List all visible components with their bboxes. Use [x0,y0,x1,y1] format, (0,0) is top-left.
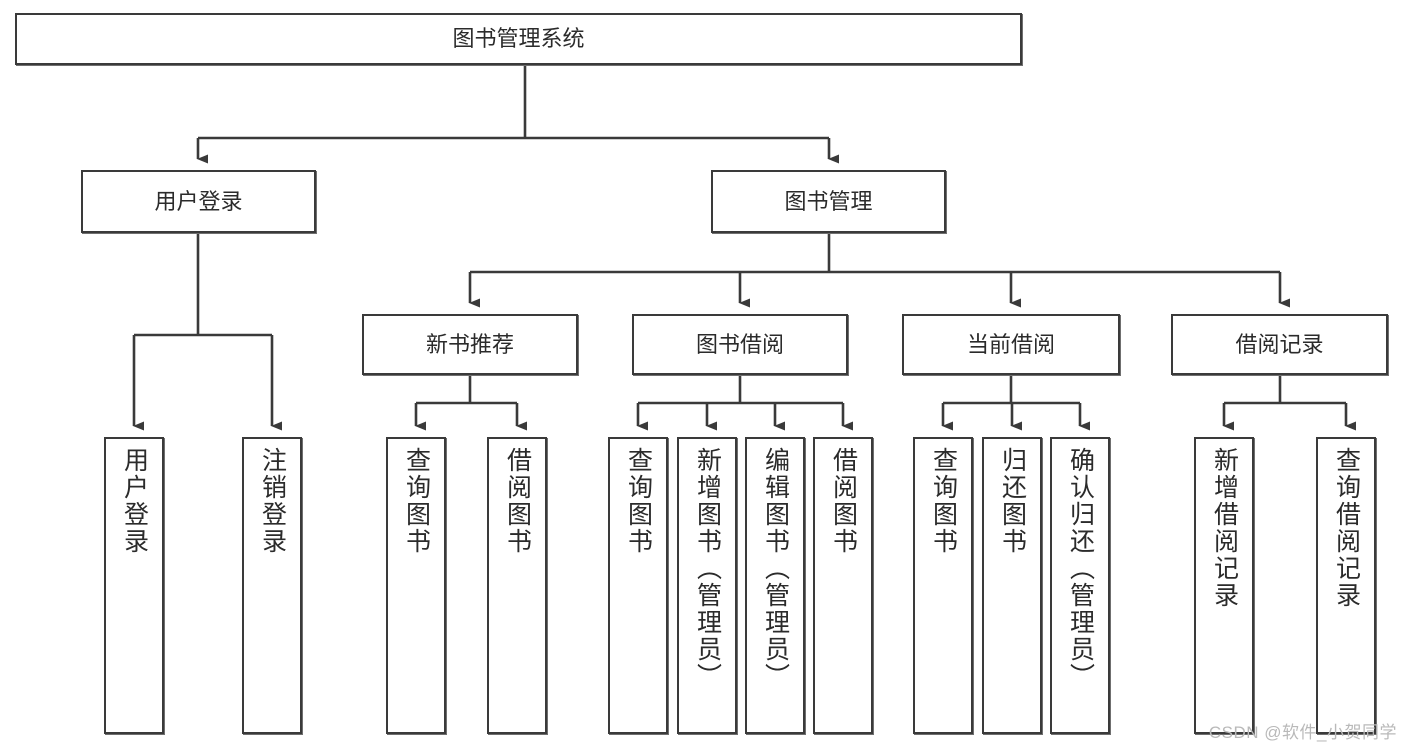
node-leaf-return-book[interactable]: 归还图书 [982,437,1042,734]
node-label: 用户登录 [120,447,149,555]
node-leaf-query-book[interactable]: 查询图书 [608,437,668,734]
node-book-borrow[interactable]: 图书借阅 [632,314,848,375]
node-label: 图书借阅 [695,331,784,357]
watermark-label: CSDN @软件_小贺同学 [1208,723,1397,742]
node-new-book-rec[interactable]: 新书推荐 [362,314,578,375]
node-leaf-query-book-cur[interactable]: 查询图书 [913,437,973,734]
node-label: 查询图书 [624,447,653,555]
node-label: 新增图书（管理员） [693,447,722,690]
node-borrow-record[interactable]: 借阅记录 [1171,314,1388,375]
node-root[interactable]: 图书管理系统 [15,13,1022,65]
node-label: 编辑图书（管理员） [761,447,790,690]
node-leaf-user-login[interactable]: 用户登录 [104,437,164,734]
node-label: 当前借阅 [966,331,1055,357]
node-leaf-borrow-book-rec[interactable]: 借阅图书 [487,437,547,734]
node-label: 确认归还（管理员） [1066,447,1095,690]
connector-paths [132,65,1356,431]
node-leaf-logout[interactable]: 注销登录 [242,437,302,734]
node-leaf-edit-book[interactable]: 编辑图书（管理员） [745,437,805,734]
node-label: 图书管理系统 [452,26,585,52]
node-label: 注销登录 [258,447,287,555]
node-label: 新增借阅记录 [1210,447,1239,609]
node-label: 归还图书 [998,447,1027,555]
node-user-login[interactable]: 用户登录 [81,170,316,233]
node-label: 查询图书 [402,447,431,555]
node-label: 图书管理 [784,188,873,214]
node-leaf-borrow-book[interactable]: 借阅图书 [813,437,873,734]
node-label: 用户登录 [154,188,243,214]
node-leaf-query-record[interactable]: 查询借阅记录 [1316,437,1376,734]
node-label: 借阅记录 [1235,331,1324,357]
node-label: 借阅图书 [503,447,532,555]
node-leaf-query-book-rec[interactable]: 查询图书 [386,437,446,734]
node-book-manage[interactable]: 图书管理 [711,170,946,233]
node-leaf-add-book[interactable]: 新增图书（管理员） [677,437,737,734]
node-label: 查询借阅记录 [1332,447,1361,609]
node-leaf-add-record[interactable]: 新增借阅记录 [1194,437,1254,734]
node-label: 借阅图书 [829,447,858,555]
node-current-borrow[interactable]: 当前借阅 [902,314,1120,375]
node-label: 查询图书 [929,447,958,555]
node-label: 新书推荐 [425,331,514,357]
node-leaf-confirm-return[interactable]: 确认归还（管理员） [1050,437,1110,734]
